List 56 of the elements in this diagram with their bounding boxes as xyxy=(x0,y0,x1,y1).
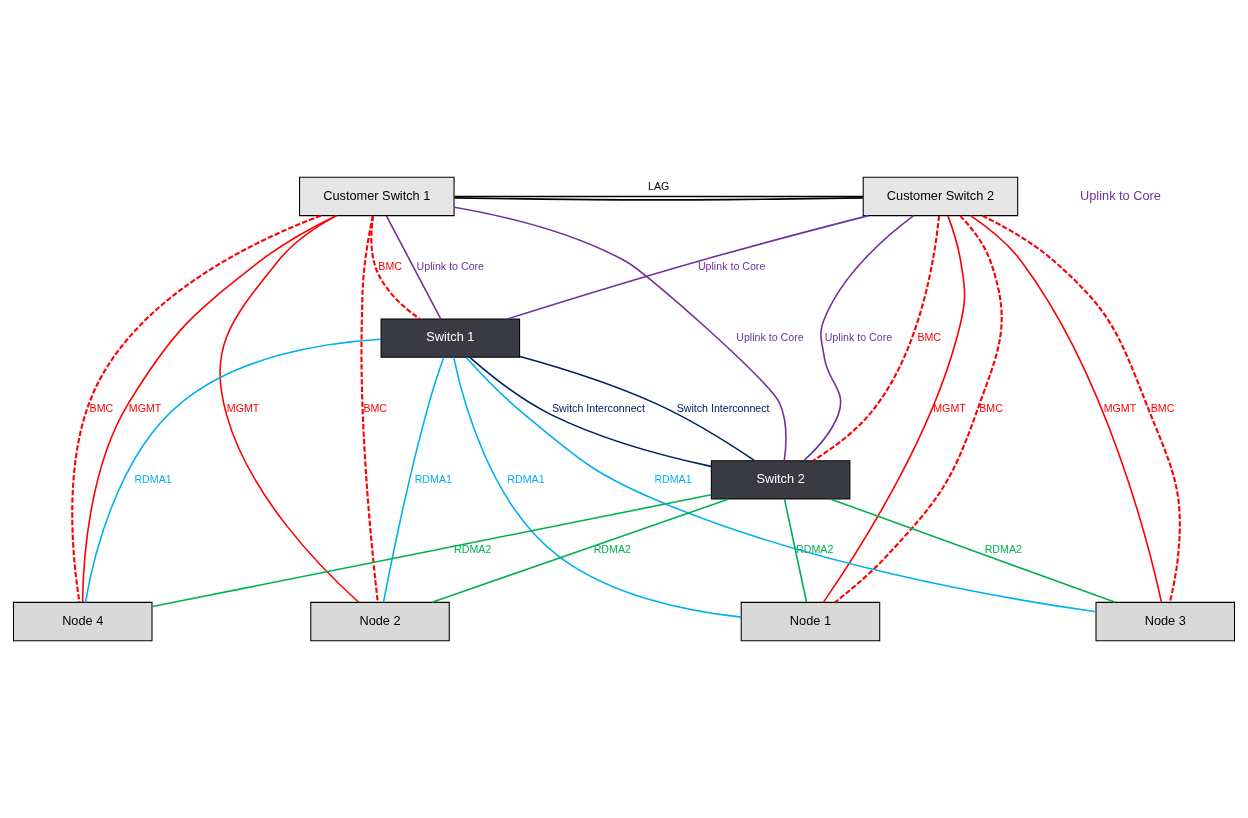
node-box: Node 2 xyxy=(310,601,450,642)
edge-label: Uplink to Core xyxy=(736,330,804,343)
connector xyxy=(783,498,808,604)
edge-label: RDMA2 xyxy=(984,543,1022,556)
node-box: Customer Switch 2 xyxy=(862,176,1019,217)
label: Uplink to Core xyxy=(1080,187,1161,203)
node-box: Node 1 xyxy=(740,601,881,642)
connector xyxy=(431,498,730,604)
edge-label: RDMA2 xyxy=(593,543,631,556)
edge-label: MGMT xyxy=(226,401,260,414)
edge-label: Switch Interconnect xyxy=(676,401,770,414)
edge-label: RDMA2 xyxy=(454,543,492,556)
connector xyxy=(803,214,915,462)
edge-label: RDMA1 xyxy=(507,472,545,485)
connector xyxy=(465,356,1097,613)
connector xyxy=(822,215,966,603)
edge-label: RDMA2 xyxy=(796,543,834,556)
connector xyxy=(519,355,756,462)
edge-label: MGMT xyxy=(933,401,966,414)
edge-label: BMC xyxy=(89,401,114,414)
edge-label: BMC xyxy=(917,330,942,343)
edge-label: BMC xyxy=(1150,401,1175,414)
edge-label: BMC xyxy=(378,259,402,272)
edge-label: BMC xyxy=(363,401,388,414)
connector xyxy=(469,356,712,468)
node-box: Node 3 xyxy=(1095,601,1236,642)
connector xyxy=(812,215,941,462)
connector xyxy=(360,215,379,603)
edge-label: Uplink to Core xyxy=(416,259,485,272)
node-box: Switch 2 xyxy=(710,460,851,500)
connector xyxy=(219,214,360,604)
connector xyxy=(834,215,1003,604)
edge-label: LAG xyxy=(647,180,670,193)
connector xyxy=(453,206,787,462)
connector xyxy=(452,356,742,618)
connector xyxy=(453,197,864,201)
edge-label: Uplink to Core xyxy=(697,259,766,272)
edge-label: Uplink to Core xyxy=(824,330,893,343)
node-box: Node 4 xyxy=(12,601,153,642)
connector xyxy=(151,494,712,608)
edge-label: RDMA1 xyxy=(134,472,172,485)
connector xyxy=(385,214,442,320)
connector xyxy=(370,215,421,320)
edge-label: RDMA1 xyxy=(414,472,452,485)
edge-label: Switch Interconnect xyxy=(552,401,645,414)
connector xyxy=(84,338,382,604)
node-box: Switch 1 xyxy=(380,318,521,358)
edge-label: BMC xyxy=(979,401,1003,414)
connector xyxy=(382,356,445,604)
connector xyxy=(830,498,1117,604)
edge-label: MGMT xyxy=(128,401,162,414)
connector xyxy=(506,214,870,320)
edge-label: RDMA1 xyxy=(654,472,692,485)
node-box: Customer Switch 1 xyxy=(299,176,455,217)
connector xyxy=(453,195,864,198)
edge-label: MGMT xyxy=(1103,401,1137,414)
